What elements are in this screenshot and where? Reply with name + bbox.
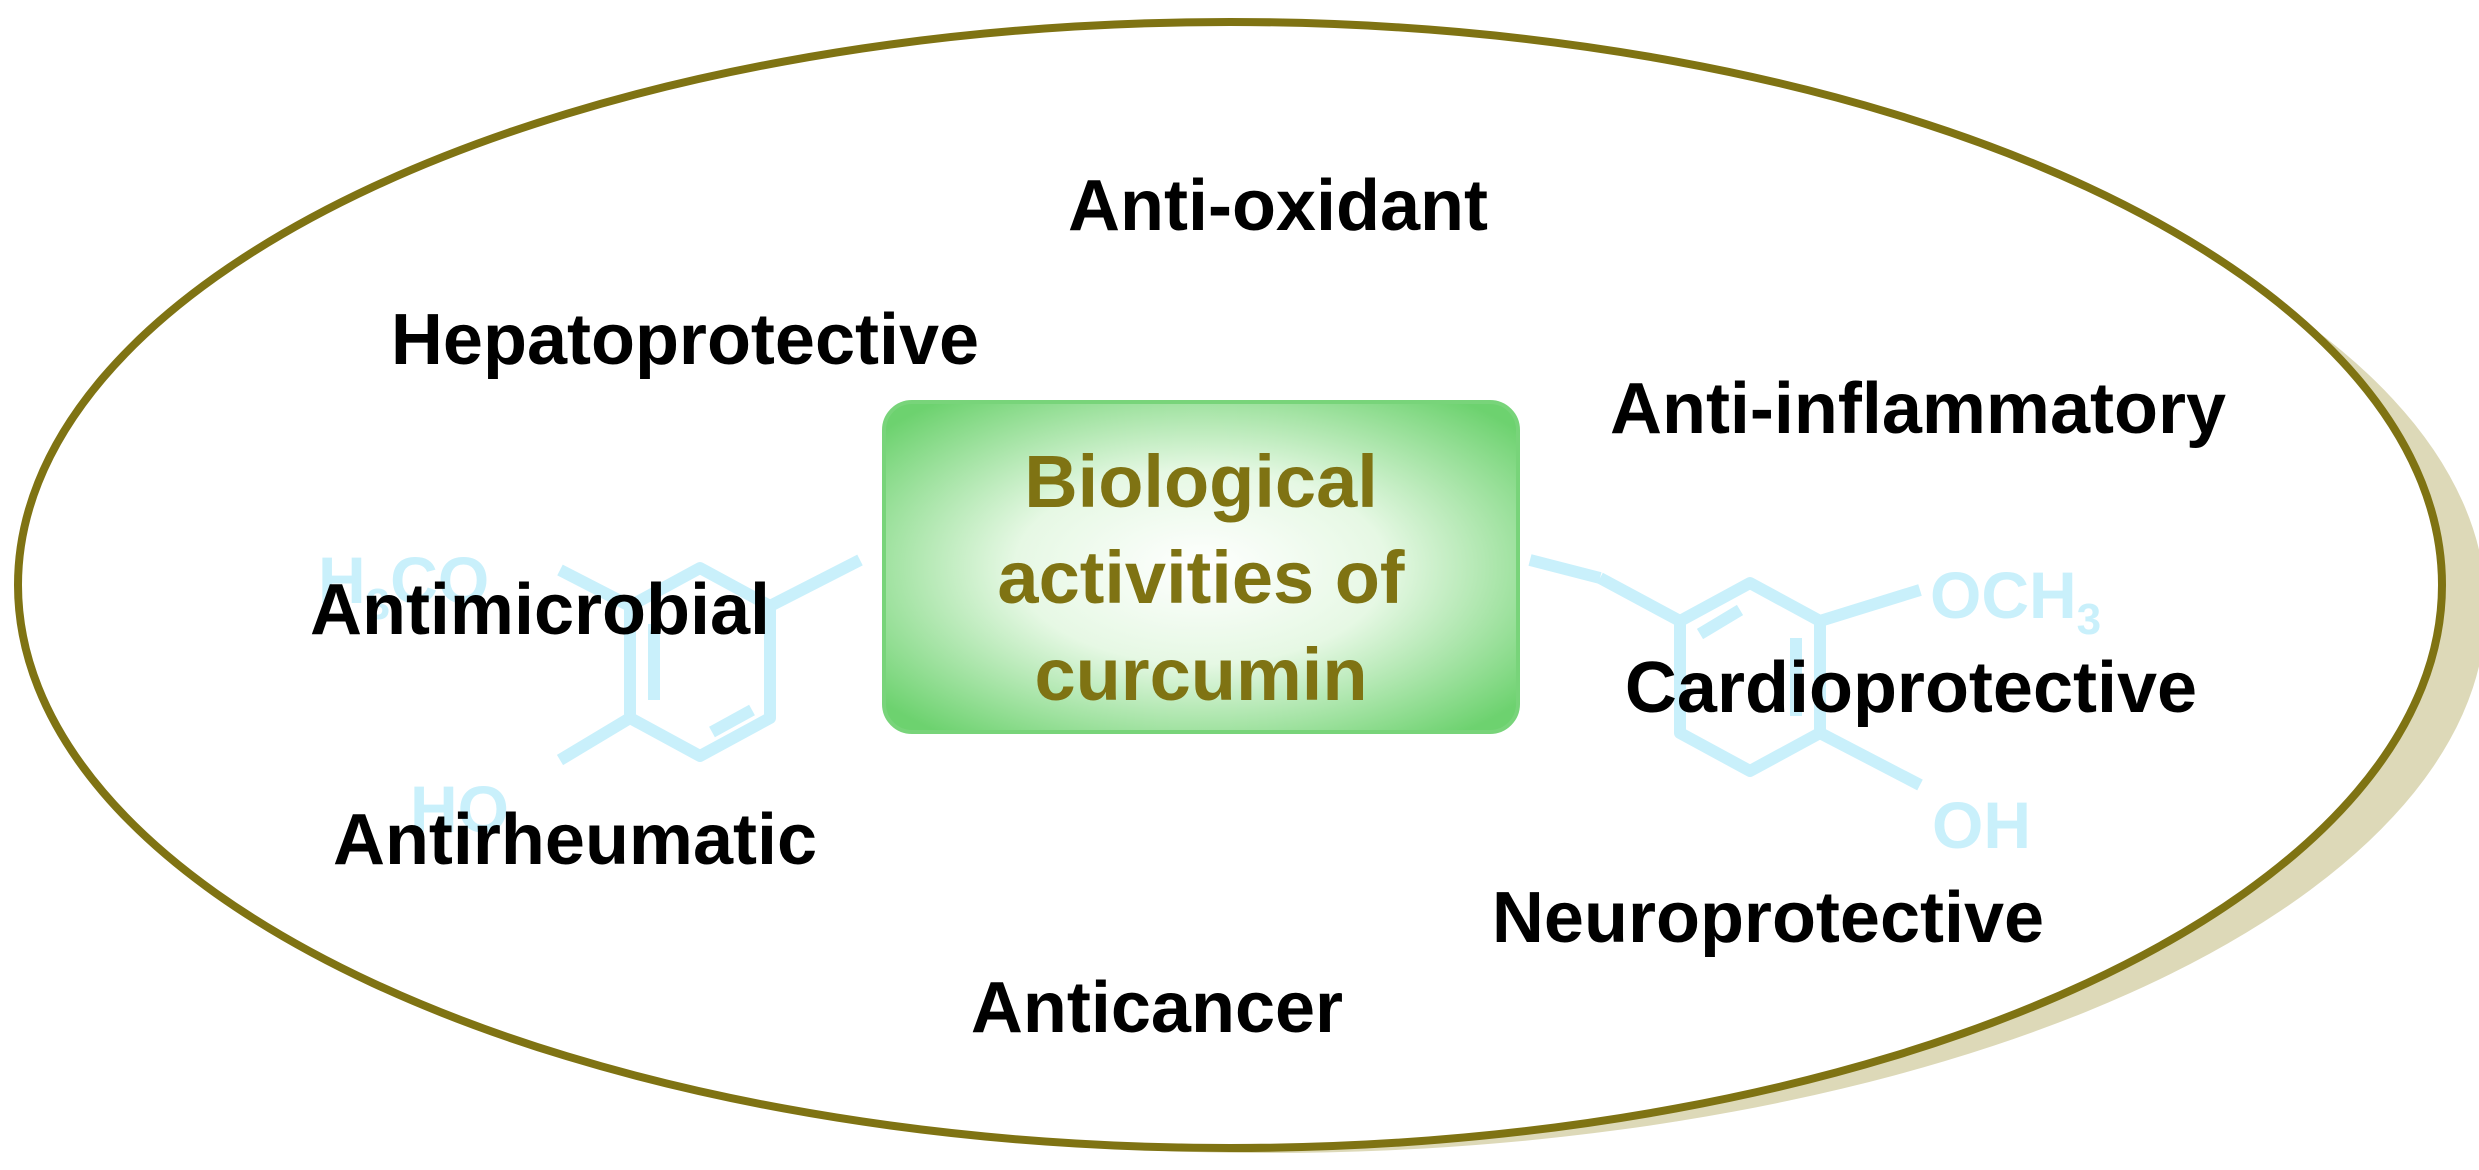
center-title: Biological activities of curcumin	[997, 440, 1405, 716]
right-chain-bond	[1597, 572, 1683, 627]
activity-labels: Anti-oxidant Hepatoprotective Anti-infla…	[310, 166, 2226, 1048]
activity-anti-oxidant: Anti-oxidant	[1068, 166, 1488, 246]
activity-hepatoprotective: Hepatoprotective	[391, 300, 979, 380]
center-title-line-3: curcumin	[1034, 633, 1367, 716]
left-chain-bond	[767, 554, 863, 612]
watermark-och3-label: OCH3	[1930, 558, 2101, 644]
activity-antimicrobial: Antimicrobial	[310, 570, 770, 650]
watermark-h3co-label: H3CO	[318, 543, 489, 629]
right-methoxy-bond	[1818, 584, 1922, 627]
left-ring-inner-bond-2	[709, 704, 755, 738]
watermark-oh-label: OH	[1932, 788, 2031, 862]
activity-antirheumatic: Antirheumatic	[333, 800, 817, 880]
center-box	[882, 400, 1520, 734]
activity-cardioprotective: Cardioprotective	[1625, 648, 2197, 728]
watermark-ho-label: HO	[410, 772, 509, 846]
curcumin-structure-labels: H3CO HO OCH3 OH	[318, 543, 2101, 862]
activity-anti-inflammatory: Anti-inflammatory	[1610, 369, 2226, 449]
right-ring-inner-bond-2	[1696, 604, 1744, 640]
right-chain-bond-2	[1528, 554, 1602, 584]
curcumin-structure-watermark	[556, 554, 1923, 791]
activity-neuroprotective: Neuroprotective	[1492, 878, 2044, 958]
activity-anticancer: Anticancer	[971, 968, 1343, 1048]
center-title-line-1: Biological	[1024, 440, 1378, 523]
left-hydroxy-bond	[556, 712, 634, 766]
right-hydroxy-bond	[1817, 727, 1923, 791]
left-methoxy-bond	[557, 564, 633, 612]
center-title-line-2: activities of	[997, 536, 1405, 619]
